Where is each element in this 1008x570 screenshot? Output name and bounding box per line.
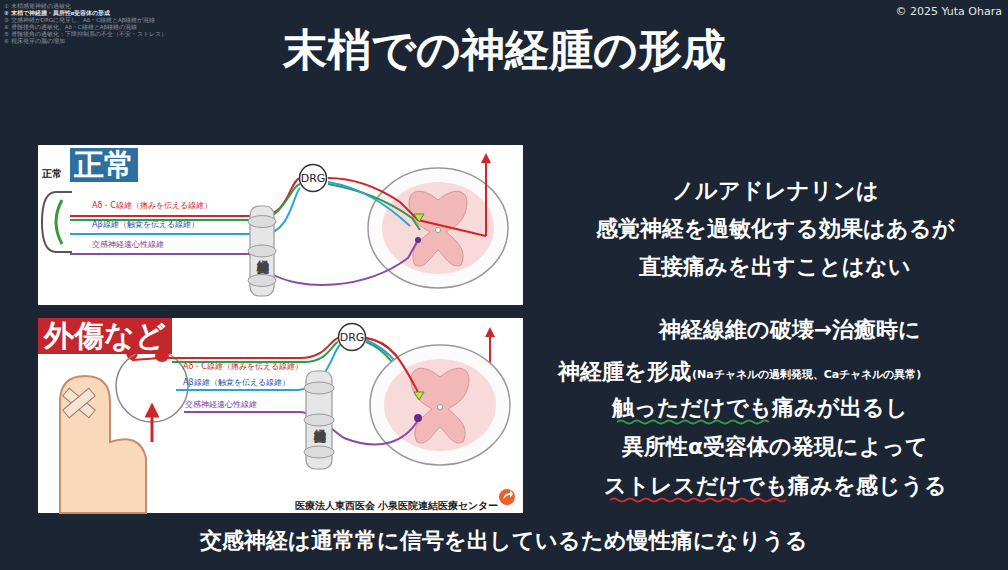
trunk-ganglion	[248, 216, 276, 228]
toc-item: ⑥ 視床発芽の脳の増加	[4, 38, 324, 45]
sympathetic-trunk: 交感神経幹	[247, 205, 277, 297]
toc-item: ① 末梢感覚神経の過敏化	[4, 3, 324, 10]
statement: 異所性α受容体の発現によって	[575, 432, 975, 462]
source-credit: 医療法人東西医会 小泉医院連結医療センター	[290, 500, 498, 512]
bottom-statement: 交感神経は通常常に信号を出しているため慢性痛になりうる	[0, 526, 1008, 556]
illustration-panel: 交感神経幹 DRG 外傷など Aδ・C線維（痛みを伝える線維） Aβ線維（触覚を伝える線…	[38, 318, 523, 513]
toc-item: ⑤ 脊髄後角の過敏化：下降抑制系の不全（不安・ストレス）	[4, 31, 324, 38]
fiber-label: 交感神経遠心性線維	[92, 240, 164, 250]
statement: 神経線維の破壊→治癒時に	[590, 315, 990, 345]
red-underline	[610, 499, 786, 502]
panel-tag: 正常	[70, 148, 138, 182]
fiber-label: Aδ・C線維（痛みを伝える線維）	[183, 362, 303, 372]
fiber-label: Aδ・C線維（痛みを伝える線維）	[92, 201, 212, 211]
drg-label: DRG	[340, 331, 365, 344]
fiber-label: 交感神経遠心性線維	[185, 400, 257, 410]
slide-title: 末梢での神経腫の形成	[0, 22, 1008, 78]
trunk-ganglion	[304, 446, 334, 458]
drg-label: DRG	[301, 172, 326, 185]
fiber-label: Aβ線維（触覚を伝える線維）	[92, 220, 199, 230]
toc-item: ② 末梢で神経腫・異所性α受容体の形成	[4, 10, 324, 17]
trunk-ganglion	[304, 382, 334, 394]
statement: ストレスだけでも痛みを感じうる	[575, 471, 975, 501]
drg-shape	[339, 324, 366, 351]
drg-circle: DRG	[337, 322, 367, 352]
trunk-ganglion	[248, 245, 276, 257]
trunk-outline	[303, 370, 335, 470]
trunk-ganglion	[248, 274, 276, 286]
sympathetic-trunk: 交感神経幹	[303, 370, 335, 470]
note: (Naチャネルの過剰発現、Caチャネルの異常)	[692, 367, 1004, 383]
panel-tag: 外傷など	[38, 318, 172, 354]
statement: 触っただけでも痛みが出るし	[560, 393, 960, 423]
statement: 神経腫を形成	[558, 357, 698, 387]
copyright: © 2025 Yuta Ohara	[860, 5, 1002, 18]
trunk-ganglion	[304, 414, 334, 426]
toc-item: ③ 交感神経がDRGに発芽し、Aδ・C線維とAβ線維が混線	[4, 17, 324, 24]
trunk-outline	[247, 205, 277, 297]
fiber-label: Aβ線維（触覚を伝える線維）	[183, 378, 290, 388]
drg-shape	[300, 165, 327, 192]
toc-item: ④ 脊髄後角の過敏化、Aδ・C線維とAβ線維の混線	[4, 24, 324, 31]
illustration-panel: 交感神経幹 DRG 正常正常 Aδ・C線維（痛みを伝える線維） Aβ線維（触覚を伝える線…	[38, 145, 523, 305]
statement: ノルアドレナリンは 感覚神経を過敏化する効果はあるが 直接痛みを出すことはない	[555, 172, 995, 286]
green-underline	[617, 421, 769, 424]
state-label: 正常	[42, 167, 62, 181]
drg-circle: DRG	[298, 163, 328, 193]
